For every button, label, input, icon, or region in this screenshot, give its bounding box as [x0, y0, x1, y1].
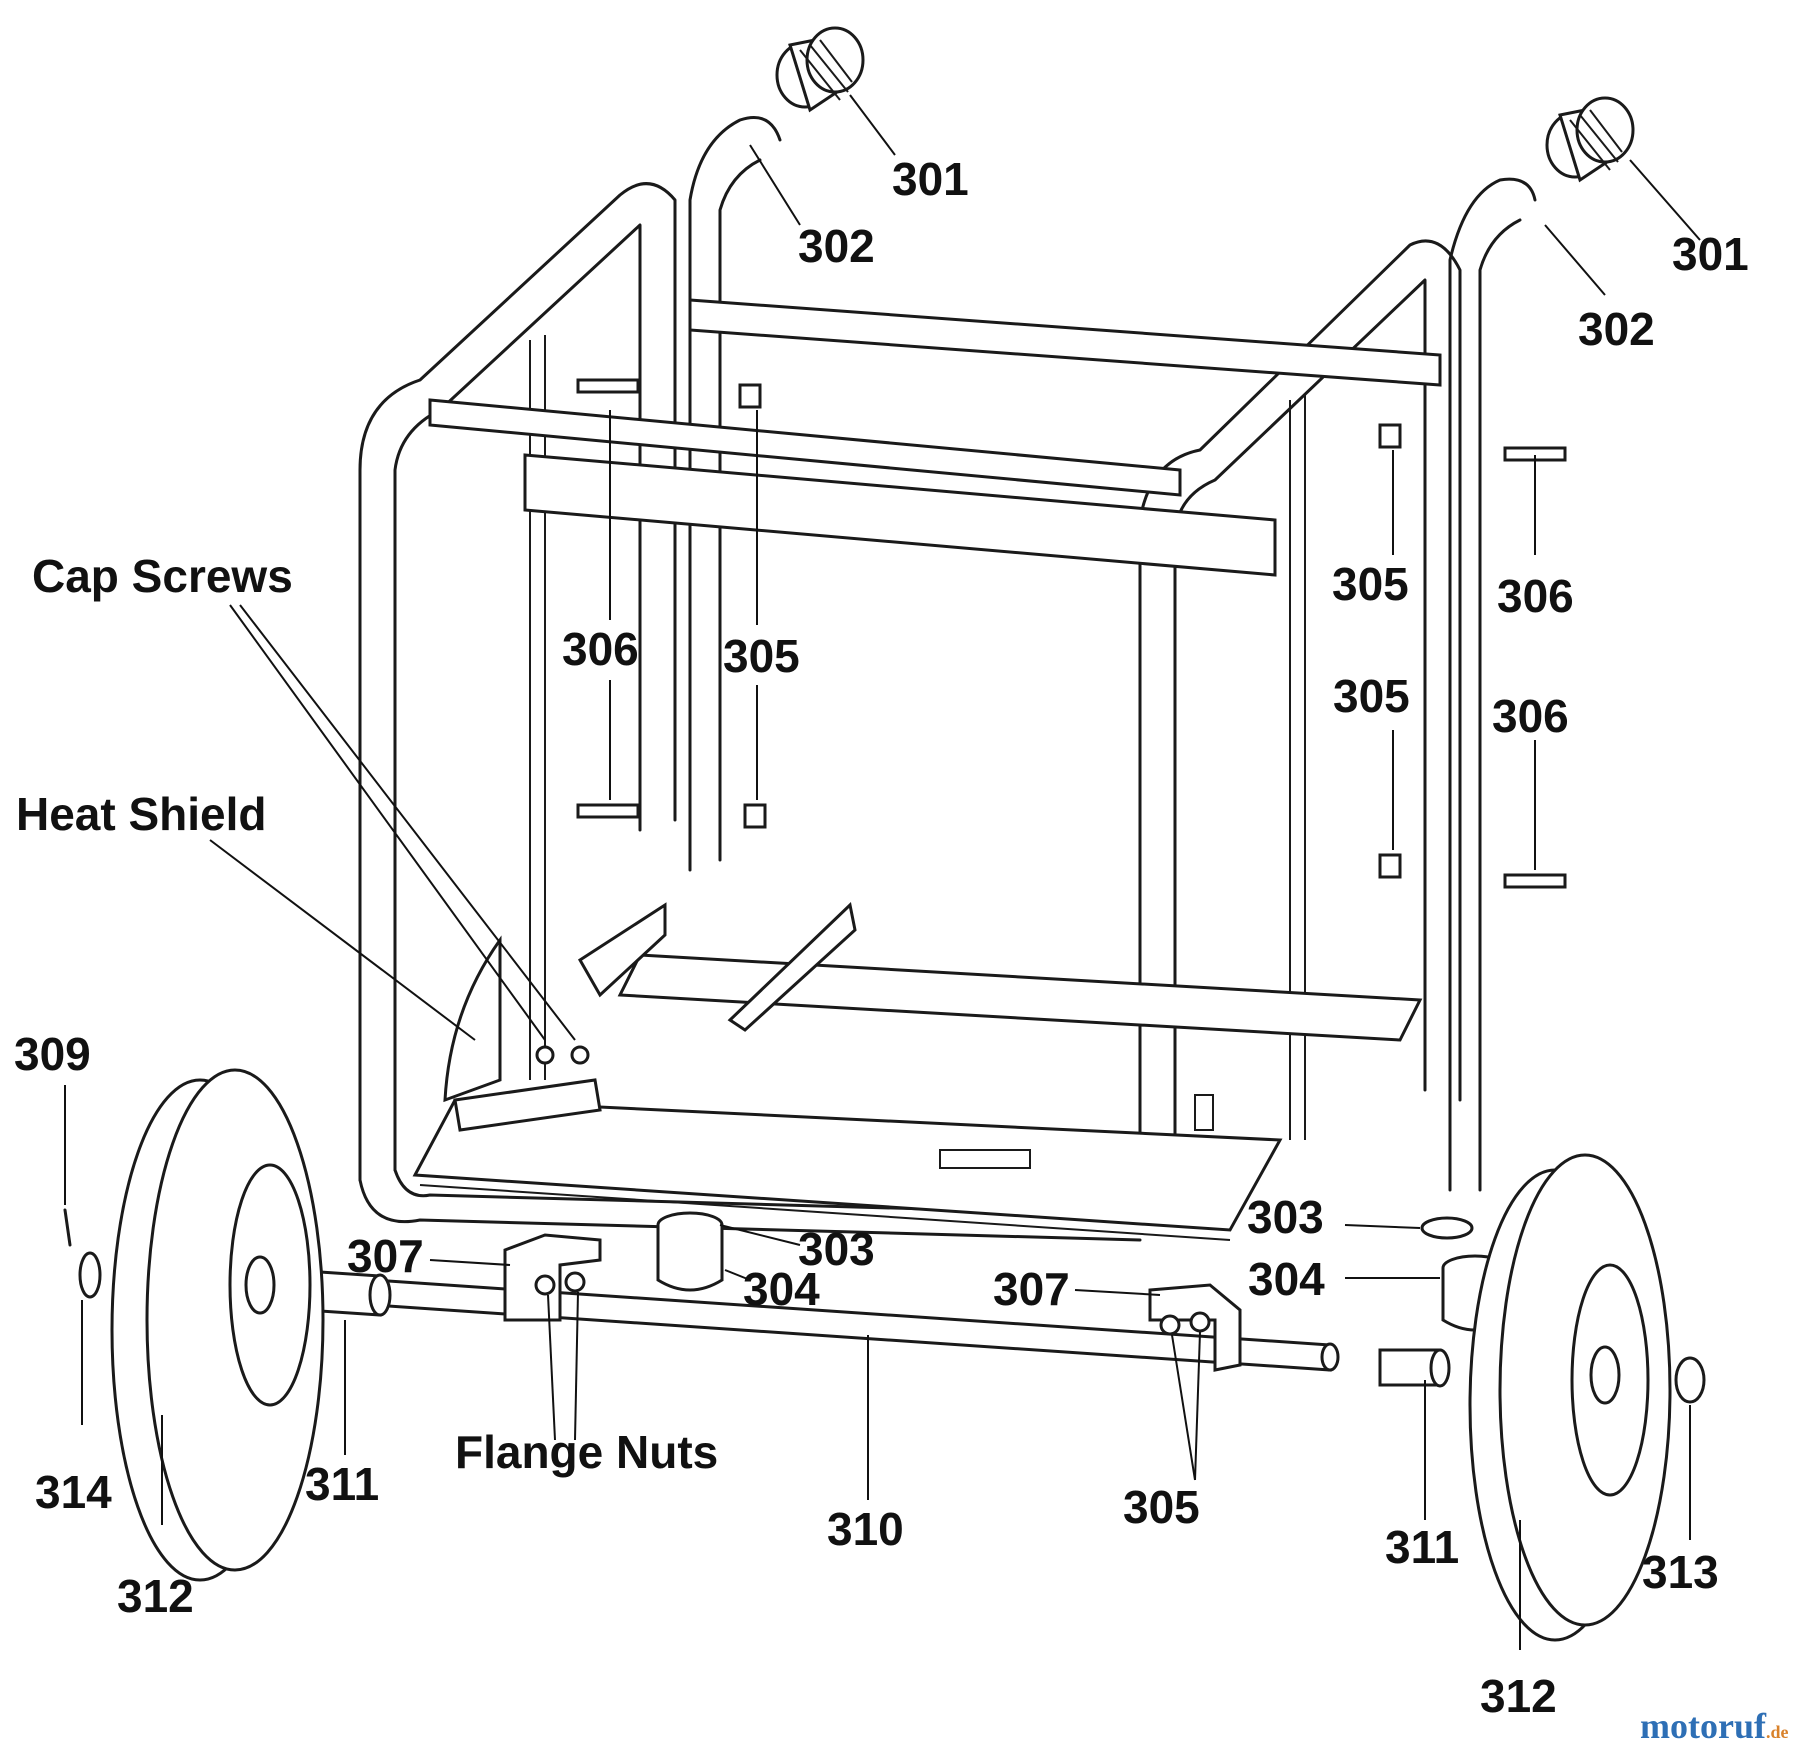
- callout-handle-left: 302: [798, 220, 875, 272]
- callout-bolt-upper-left: 306: [562, 623, 639, 675]
- washer-shape: [78, 1251, 102, 1299]
- callout-wheel-left: 312: [117, 1570, 194, 1622]
- grip-left: [775, 26, 865, 113]
- wheel-right: [1468, 1153, 1672, 1642]
- watermark-logo: motoruf.de: [1640, 1706, 1788, 1746]
- callout-mount-body-right: 304: [1248, 1253, 1325, 1305]
- callout-linchpin: 309: [14, 1028, 91, 1080]
- callout-grip-right: 301: [1672, 228, 1749, 280]
- frame: [358, 116, 1537, 1242]
- callout-hubcap: 313: [1642, 1546, 1719, 1598]
- leader-lines: [64, 94, 1701, 1650]
- callout-nut-upper-left: 305: [723, 630, 800, 682]
- callout-washer: 314: [35, 1466, 112, 1518]
- hubcap-shape: [1674, 1356, 1706, 1404]
- watermark-main: motoruf: [1640, 1706, 1767, 1746]
- callout-wheel-right: 312: [1480, 1670, 1557, 1722]
- callout-bolt-mid-right: 306: [1492, 690, 1569, 742]
- wheel-left: [110, 1068, 325, 1582]
- word-labels: Cap Screws Heat Shield Flange Nuts: [16, 550, 718, 1478]
- frame-hardware: [576, 378, 1567, 889]
- callout-nuts-axle: 305: [1123, 1481, 1200, 1533]
- label-heat-shield: Heat Shield: [16, 788, 267, 840]
- label-cap-screws: Cap Screws: [32, 550, 293, 602]
- label-flange-nuts: Flange Nuts: [455, 1426, 718, 1478]
- callout-spacer-left: 311: [305, 1458, 379, 1510]
- callout-bolt-upper-right: 306: [1497, 570, 1574, 622]
- callout-bracket-left: 307: [347, 1230, 424, 1282]
- axle-assembly: [298, 1211, 1509, 1388]
- callout-mount-top-right: 303: [1247, 1191, 1324, 1243]
- callout-nut-upper-right: 305: [1332, 558, 1409, 610]
- callout-bracket-right: 307: [993, 1263, 1070, 1315]
- callout-numbers: 301 302 301 302 306 305 305 306 305 306 …: [14, 153, 1749, 1722]
- grip-right: [1545, 96, 1635, 183]
- watermark-suffix: .de: [1766, 1722, 1789, 1742]
- callout-mount-top: 303: [798, 1223, 875, 1275]
- callout-nut-mid-right: 305: [1333, 670, 1410, 722]
- callout-spacer-right: 311: [1385, 1521, 1459, 1573]
- callout-handle-right: 302: [1578, 303, 1655, 355]
- linchpin-shape: [63, 1208, 72, 1247]
- callout-mount-body: 304: [743, 1263, 820, 1315]
- callout-axle: 310: [827, 1503, 904, 1555]
- watermark-text: motoruf.de: [1640, 1706, 1788, 1746]
- callout-grip-left: 301: [892, 153, 969, 205]
